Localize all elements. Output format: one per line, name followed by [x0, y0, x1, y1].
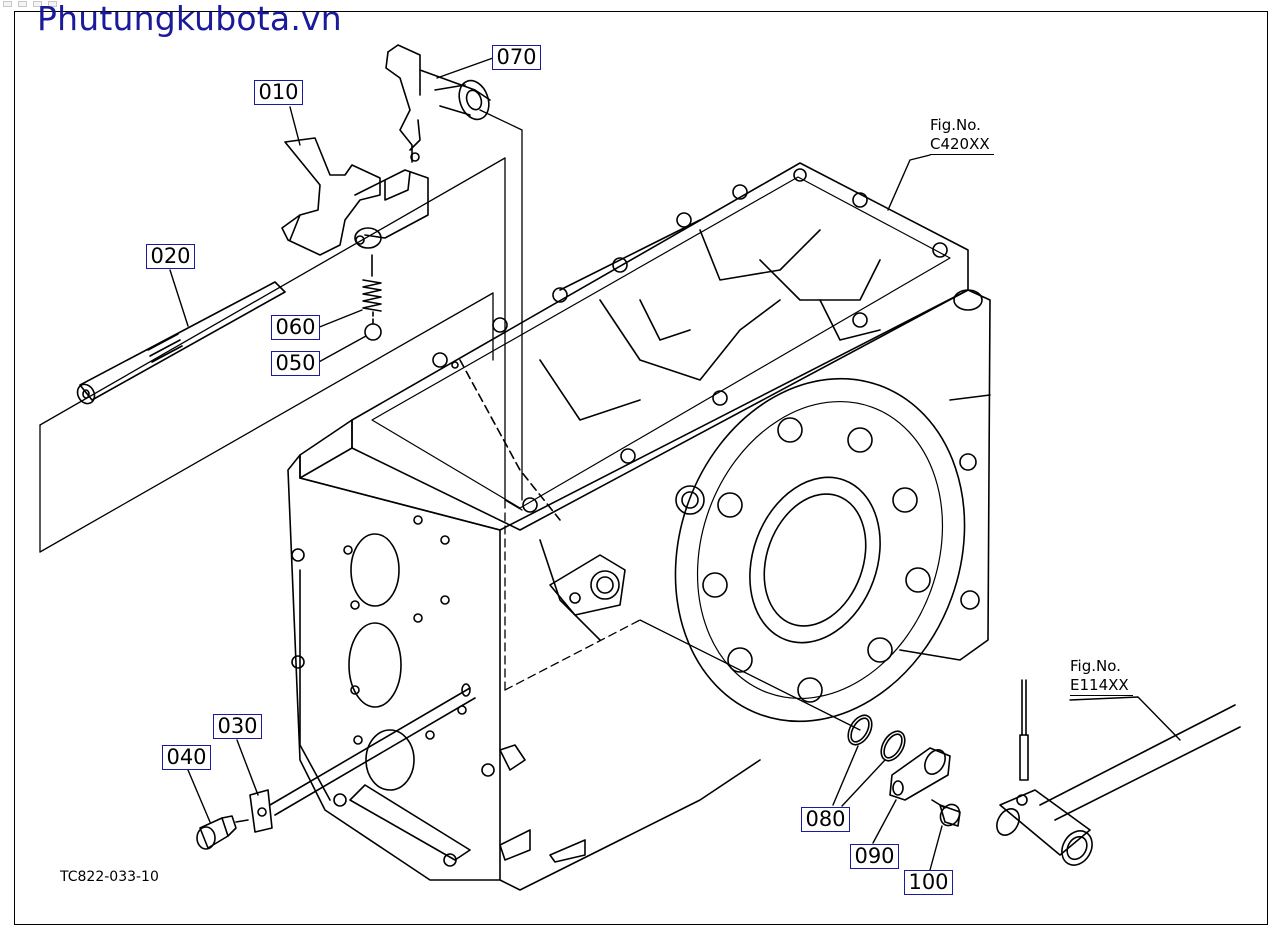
viewer-toolbar-strip	[0, 0, 1274, 9]
figure-ref-code: C420XX	[930, 135, 994, 155]
callout-100[interactable]: 100	[904, 870, 953, 895]
toolbar-icon[interactable]	[3, 1, 12, 7]
callout-020[interactable]: 020	[146, 244, 195, 269]
linkage-rod-e114	[996, 679, 1241, 866]
part-070-shift-arm[interactable]	[385, 44, 494, 163]
toolbar-icon[interactable]	[18, 1, 27, 7]
toolbar-icon[interactable]	[33, 1, 42, 7]
part-060-spring[interactable]	[362, 254, 382, 312]
part-010-shift-fork[interactable]	[281, 137, 429, 256]
part-040-plug[interactable]	[196, 815, 249, 850]
drawing-code: TC822-033-10	[60, 869, 159, 885]
callout-040[interactable]: 040	[162, 745, 211, 770]
callout-050[interactable]: 050	[271, 351, 320, 376]
callout-080[interactable]: 080	[801, 807, 850, 832]
callout-060[interactable]: 060	[271, 315, 320, 340]
part-020-fork-rod[interactable]	[74, 281, 286, 407]
callout-090[interactable]: 090	[850, 844, 899, 869]
part-100-bolt[interactable]	[931, 799, 963, 829]
toolbar-icon[interactable]	[48, 1, 57, 7]
reference-frame-lines	[39, 109, 861, 731]
leader-lines	[169, 57, 1181, 871]
figure-ref-label: Fig.No.	[1070, 657, 1121, 675]
diagram-border	[14, 11, 1268, 925]
callout-030[interactable]: 030	[213, 714, 262, 739]
part-050-ball[interactable]	[364, 311, 382, 341]
figure-ref-e114[interactable]: Fig.No. E114XX	[1070, 657, 1133, 696]
figure-ref-code: E114XX	[1070, 676, 1133, 696]
part-090-flange-plate[interactable]	[889, 746, 951, 801]
figure-ref-label: Fig.No.	[930, 116, 981, 134]
figure-ref-c420[interactable]: Fig.No. C420XX	[930, 116, 994, 155]
callout-010[interactable]: 010	[254, 80, 303, 105]
callout-070[interactable]: 070	[492, 45, 541, 70]
gearbox-housing	[287, 162, 991, 891]
site-watermark: Phutungkubota.vn	[37, 0, 342, 38]
part-030-stopper-plate[interactable]	[249, 683, 476, 833]
